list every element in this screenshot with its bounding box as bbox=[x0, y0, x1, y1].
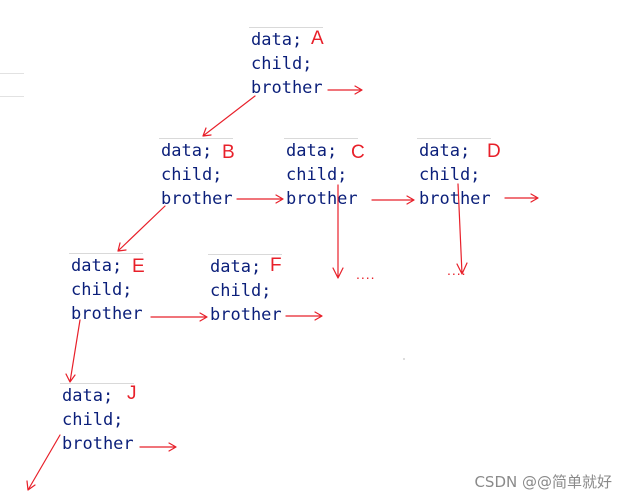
arrow-d-child bbox=[456, 183, 468, 275]
stray-dot bbox=[403, 358, 405, 360]
node-j-brother: brother bbox=[62, 434, 134, 454]
node-j: data; child; brother bbox=[60, 383, 134, 456]
node-j-child: child; bbox=[62, 410, 124, 430]
arrow-j-child bbox=[26, 434, 61, 491]
arrow-c-brother bbox=[371, 195, 415, 205]
node-f-child: child; bbox=[210, 281, 272, 301]
arrow-f-brother bbox=[285, 311, 323, 321]
arrow-a-brother bbox=[327, 85, 363, 95]
node-c: data; child; brother bbox=[284, 138, 358, 211]
side-line-bottom bbox=[0, 96, 24, 97]
arrow-e-child bbox=[65, 319, 81, 383]
side-line-top bbox=[0, 73, 24, 74]
node-c-brother: brother bbox=[286, 189, 358, 209]
node-b-brother: brother bbox=[161, 189, 233, 209]
node-d-data: data; bbox=[417, 138, 491, 163]
node-d-child: child; bbox=[419, 165, 481, 185]
arrow-j-brother bbox=[139, 442, 177, 452]
ellipsis-d-child: .... bbox=[447, 262, 467, 278]
ellipsis-c-child: .... bbox=[356, 266, 376, 282]
node-b-data: data; bbox=[159, 138, 233, 163]
node-b-letter: B bbox=[222, 142, 235, 163]
node-e-data: data; bbox=[69, 253, 143, 278]
arrow-c-child bbox=[332, 184, 344, 279]
csdn-watermark: CSDN @@简单就好 bbox=[474, 473, 612, 491]
node-a-brother: brother bbox=[251, 78, 323, 98]
node-b-child: child; bbox=[161, 165, 223, 185]
arrow-b-brother bbox=[236, 194, 284, 204]
arrow-b-child bbox=[117, 205, 166, 252]
arrow-a-child bbox=[202, 95, 256, 137]
node-a: data; child; brother bbox=[249, 27, 323, 100]
node-e-child: child; bbox=[71, 280, 133, 300]
node-j-letter: J bbox=[127, 383, 137, 404]
node-a-letter: A bbox=[311, 28, 324, 49]
node-d-brother: brother bbox=[419, 189, 491, 209]
node-b: data; child; brother bbox=[159, 138, 233, 211]
arrow-d-brother bbox=[504, 193, 539, 203]
node-c-child: child; bbox=[286, 165, 348, 185]
node-e-letter: E bbox=[132, 256, 145, 277]
node-j-data: data; bbox=[60, 383, 134, 408]
arrow-e-brother bbox=[150, 312, 208, 322]
node-d-letter: D bbox=[487, 141, 501, 162]
node-c-letter: C bbox=[351, 142, 365, 163]
node-c-data: data; bbox=[284, 138, 358, 163]
node-f-letter: F bbox=[270, 255, 282, 276]
node-e-brother: brother bbox=[71, 304, 143, 324]
node-e: data; child; brother bbox=[69, 253, 143, 326]
node-f-data: data; bbox=[208, 254, 282, 279]
node-f: data; child; brother bbox=[208, 254, 282, 327]
node-a-child: child; bbox=[251, 54, 313, 74]
node-f-brother: brother bbox=[210, 305, 282, 325]
node-d: data; child; brother bbox=[417, 138, 491, 211]
node-a-data: data; bbox=[249, 27, 323, 52]
